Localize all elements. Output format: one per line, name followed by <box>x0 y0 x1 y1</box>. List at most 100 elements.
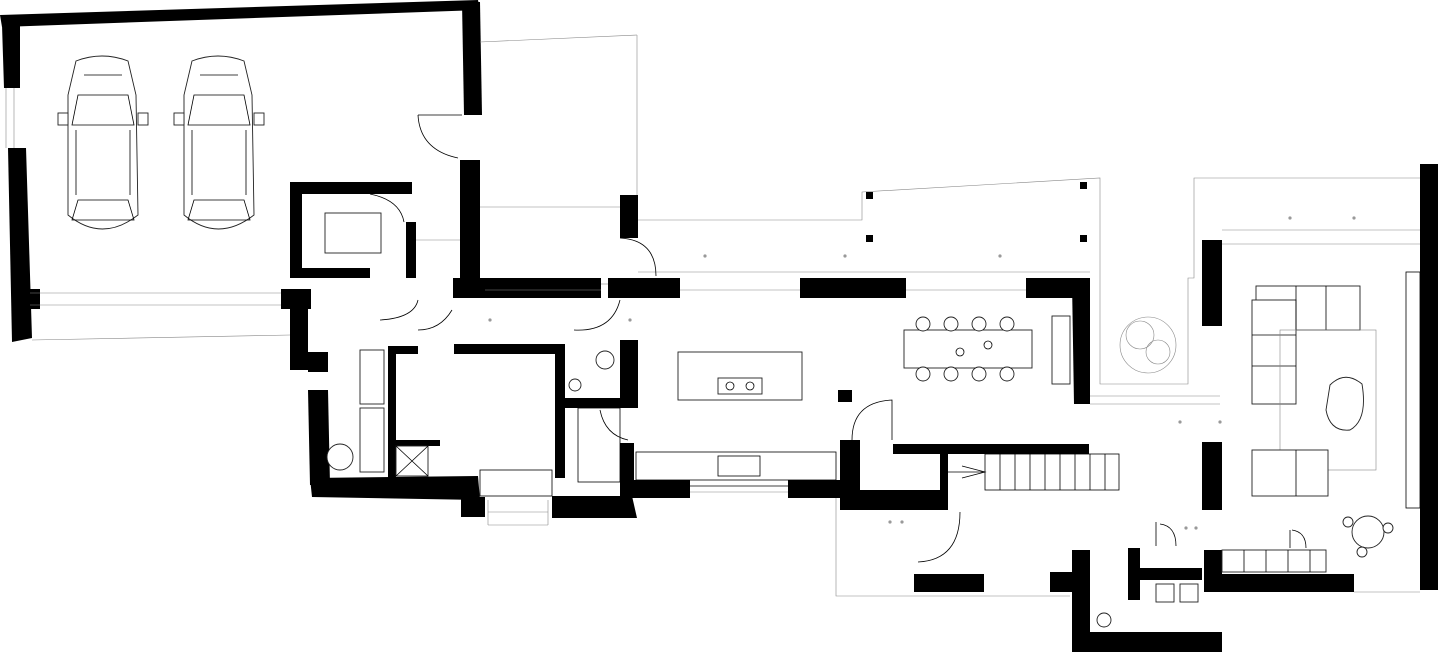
bath-wall-east <box>555 344 565 478</box>
stair-wall-top <box>893 444 1089 454</box>
bath-wall-north-1 <box>388 346 418 354</box>
dining <box>851 315 1071 441</box>
wc-basin <box>568 378 582 392</box>
bedroom-door-swing <box>1155 522 1177 547</box>
wc-toilet <box>595 350 615 370</box>
hall-wall-post <box>840 440 860 492</box>
sink <box>717 455 761 477</box>
pergola-post <box>1080 182 1087 189</box>
stair-wall-left <box>940 454 948 494</box>
toilet <box>326 443 354 471</box>
passage-door-swing <box>417 114 462 159</box>
bath-basin <box>1096 612 1112 628</box>
wc-wall-east-lower <box>620 443 634 483</box>
courtyard <box>1090 177 1420 405</box>
column-hall <box>838 390 852 402</box>
bedroom-wall-south <box>1072 632 1222 652</box>
utility-wall-north <box>290 182 412 194</box>
chair <box>1342 516 1354 528</box>
corridor-cabinet <box>577 407 621 483</box>
south-wall-mid <box>552 496 637 518</box>
chair <box>999 316 1015 332</box>
car-1 <box>57 55 149 230</box>
garage-wall-south-stub <box>22 289 40 309</box>
north-wall-3 <box>800 278 906 298</box>
kitchen <box>573 299 837 493</box>
chair <box>1382 522 1394 534</box>
chair <box>943 366 959 382</box>
north-wall-1 <box>453 278 601 298</box>
hall-door-swing <box>851 399 893 441</box>
utility-room <box>290 182 416 278</box>
chair <box>1356 546 1368 558</box>
bath-wall-north-2 <box>454 344 562 354</box>
north-wall-5 <box>1072 282 1090 404</box>
wc-wall-east <box>620 340 638 402</box>
kitchen-counter <box>635 451 837 481</box>
shrub <box>1119 316 1177 374</box>
nightstand <box>1179 583 1199 603</box>
north-wall-2 <box>608 278 680 298</box>
armchair <box>1251 449 1329 497</box>
entrance-door-swing-2 <box>417 309 453 331</box>
south-wall-west <box>310 476 480 500</box>
passage-wall-east <box>460 160 480 298</box>
staircase <box>948 453 1120 491</box>
bath-wall-west <box>388 346 396 478</box>
garage <box>0 0 482 342</box>
bath-wall-inner <box>388 440 440 446</box>
stair-flight <box>984 453 1120 491</box>
bathroom-block <box>326 344 565 526</box>
south-wall-3 <box>788 480 848 498</box>
wc <box>562 340 638 483</box>
south-wall-stub-1 <box>461 497 485 517</box>
wardrobes <box>1221 549 1327 573</box>
living-wall-west-lower <box>1202 442 1222 510</box>
bedroom-wall-mid <box>1140 568 1202 580</box>
media-unit <box>1405 271 1421 509</box>
garage-wall-east <box>462 2 482 115</box>
kitchen-door-swing <box>573 299 621 331</box>
garage-wall-north <box>0 0 480 27</box>
utility-appliance <box>324 212 382 254</box>
wardrobe-1 <box>359 349 385 405</box>
bedroom-wall-west <box>1072 550 1090 652</box>
kitchen-island <box>677 351 803 401</box>
pergola-post <box>1080 235 1087 242</box>
south-wing <box>835 498 1420 652</box>
coffee-table <box>1325 376 1364 431</box>
round-table <box>1351 515 1385 549</box>
garage-wall-west-upper <box>2 25 20 88</box>
openings <box>379 237 1026 331</box>
car-2 <box>173 55 265 230</box>
chair <box>971 366 987 382</box>
pergola-post <box>866 192 873 199</box>
north-door-swing <box>619 237 657 277</box>
entrance-door-swing <box>379 299 419 321</box>
living-room <box>1202 164 1438 590</box>
garage-apron <box>31 334 291 341</box>
utility-wall-south <box>290 268 370 278</box>
wc-door-swing <box>599 409 629 441</box>
chair <box>943 316 959 332</box>
south-wall-east <box>1204 574 1354 592</box>
wc-wall-south <box>562 398 638 408</box>
chair <box>915 316 931 332</box>
garden-boundary-1 <box>479 34 638 43</box>
sofa-side <box>1251 299 1297 405</box>
hob <box>717 377 763 395</box>
utility-wall-west <box>290 182 302 278</box>
living-wall-east <box>1420 164 1438 590</box>
chair <box>971 316 987 332</box>
pier-north <box>620 195 638 238</box>
south-wall-mid-2 <box>620 480 690 498</box>
nightstand <box>1155 583 1175 603</box>
west-wall-lower <box>308 390 330 485</box>
dining-table <box>903 329 1033 369</box>
utility-wall-east <box>406 222 416 278</box>
living-wall-north <box>1202 240 1222 326</box>
passage <box>417 34 638 298</box>
chair <box>999 366 1015 382</box>
bath-door-frame <box>479 469 553 497</box>
